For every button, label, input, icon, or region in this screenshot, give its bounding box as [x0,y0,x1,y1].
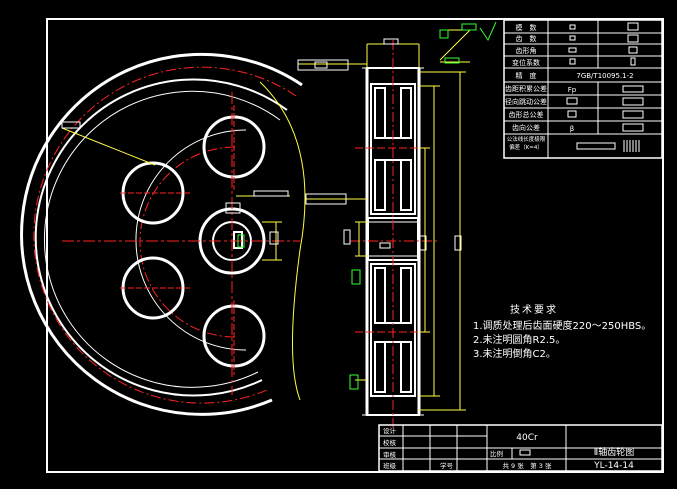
param-label-profile-tol: 齿形总公差 [509,110,544,119]
title-label-student-no: 学号 [440,461,454,470]
param-label-pitch-tol: 齿距积累公差 [505,84,547,93]
gear-outer-rim [20,52,303,416]
gear-parameter-table: 模 数 齿 数 齿形角 变位系数 精 度 齿距积累公差 径向跳动公差 齿形总公差… [503,19,663,159]
material: 40Cr [516,433,538,443]
keyway [233,231,243,249]
param-label-teeth: 齿 数 [516,34,537,43]
tech-req-item-1: 1.调质处理后齿面硬度220～250HBS。 [473,319,651,332]
sheet-count: 共 9 张 第 3 张 [502,461,552,470]
gear-root-circle [43,90,281,388]
gear-inner-rim [34,78,288,397]
feature-frame-top [297,59,349,71]
param-label-helix-tol: 齿向公差 [512,123,540,132]
drawing-number: YL-14-14 [593,461,634,471]
param-label-runout-tol: 径向跳动公差 [505,97,547,106]
leader-box-rim [61,121,81,129]
param-label-precision: 精 度 [516,71,537,80]
param-label-module: 模 数 [516,23,537,32]
title-label-reviewer: 审核 [383,450,397,459]
tech-req-title: 技术要求 [510,303,558,316]
gear-web-circle [135,129,247,351]
param-label-pressure-angle: 齿形角 [516,46,537,55]
precision-value: 7GB/T10095.1-2 [576,72,633,80]
drawing-frame [46,18,664,473]
section-break-line [259,81,306,401]
title-label-checker: 校核 [383,438,397,447]
pitch-circle [33,66,297,404]
technical-requirements: 技术要求 1.调质处理后齿面硬度220～250HBS。 2.未注明圆角R2.5。… [473,303,651,360]
fp-symbol: Fp [568,86,577,94]
title-label-designer: 设计 [383,426,397,435]
leader-box-hub [253,190,289,197]
tech-req-item-2: 2.未注明圆角R2.5。 [473,333,565,346]
scale-label: 比例 [490,449,503,458]
gear-face-view [20,52,306,416]
beta-symbol: β [570,125,574,133]
bolt-circle [139,146,236,338]
tech-req-item-3: 3.未注明倒角C2。 [473,347,556,360]
feature-frame-mid [305,193,347,205]
title-label-class: 班级 [383,461,397,470]
param-label-span: 公法线长度极限偏差（K=4） [506,137,546,151]
param-label-shift: 变位系数 [512,58,540,67]
green-datum-symbol [237,234,245,248]
drawing-name: Ⅱ轴齿轮图 [594,446,634,458]
title-block: 设计 校核 审核 班级 学号 40Cr 比例 共 9 张 第 3 张 Ⅱ轴齿轮图… [378,424,663,472]
gear-section-view [297,21,497,430]
